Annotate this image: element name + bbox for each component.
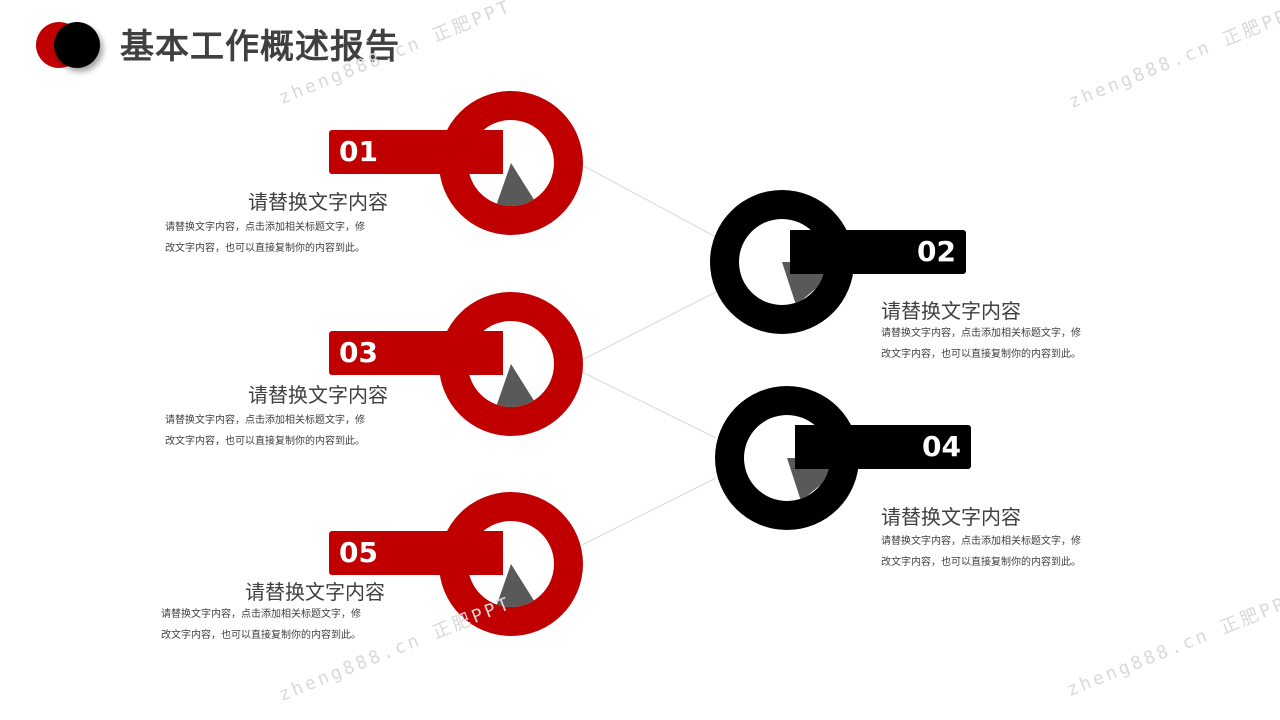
page-title: 基本工作概述报告 <box>120 27 400 67</box>
number-tab-03: 03 <box>329 331 503 375</box>
pie-wedge <box>496 163 538 206</box>
item-body-03: 请替换文字内容，点击添加相关标题文字，修 改文字内容，也可以直接复制你的内容到此… <box>165 410 397 452</box>
connector-line <box>581 164 717 238</box>
connector-line <box>581 371 717 439</box>
connector-line <box>581 291 717 361</box>
item-body-line: 请替换文字内容，点击添加相关标题文字，修 <box>881 536 1081 547</box>
number-tab-05: 05 <box>329 531 503 575</box>
item-body-line: 请替换文字内容，点击添加相关标题文字，修 <box>881 328 1081 339</box>
item-heading-02: 请替换文字内容 <box>881 299 1021 323</box>
pie-wedge <box>496 364 538 407</box>
number-tab-01: 01 <box>329 130 503 174</box>
pie-wedge <box>496 564 538 607</box>
item-body-line: 请替换文字内容，点击添加相关标题文字，修 <box>161 609 361 620</box>
item-body-05: 请替换文字内容，点击添加相关标题文字，修 改文字内容，也可以直接复制你的内容到此… <box>161 604 393 646</box>
logo <box>36 22 102 70</box>
item-heading-03: 请替换文字内容 <box>248 383 388 407</box>
item-body-line: 改文字内容，也可以直接复制你的内容到此。 <box>161 630 361 641</box>
item-body-01: 请替换文字内容，点击添加相关标题文字，修 改文字内容，也可以直接复制你的内容到此… <box>165 217 397 259</box>
item-body-line: 改文字内容，也可以直接复制你的内容到此。 <box>165 243 365 254</box>
item-body-line: 改文字内容，也可以直接复制你的内容到此。 <box>881 349 1081 360</box>
item-body-04: 请替换文字内容，点击添加相关标题文字，修 改文字内容，也可以直接复制你的内容到此… <box>881 531 1113 573</box>
item-body-line: 请替换文字内容，点击添加相关标题文字，修 <box>165 415 365 426</box>
connector-line <box>581 477 717 546</box>
item-body-line: 改文字内容，也可以直接复制你的内容到此。 <box>165 436 365 447</box>
item-body-line: 请替换文字内容，点击添加相关标题文字，修 <box>165 222 365 233</box>
item-heading-04: 请替换文字内容 <box>881 505 1021 529</box>
item-heading-01: 请替换文字内容 <box>248 190 388 214</box>
number-tab-04: 04 <box>795 425 971 469</box>
item-body-line: 改文字内容，也可以直接复制你的内容到此。 <box>881 557 1081 568</box>
item-body-02: 请替换文字内容，点击添加相关标题文字，修 改文字内容，也可以直接复制你的内容到此… <box>881 323 1113 365</box>
logo-black-circle <box>54 22 100 68</box>
item-heading-05: 请替换文字内容 <box>245 580 385 604</box>
number-tab-02: 02 <box>790 230 966 274</box>
